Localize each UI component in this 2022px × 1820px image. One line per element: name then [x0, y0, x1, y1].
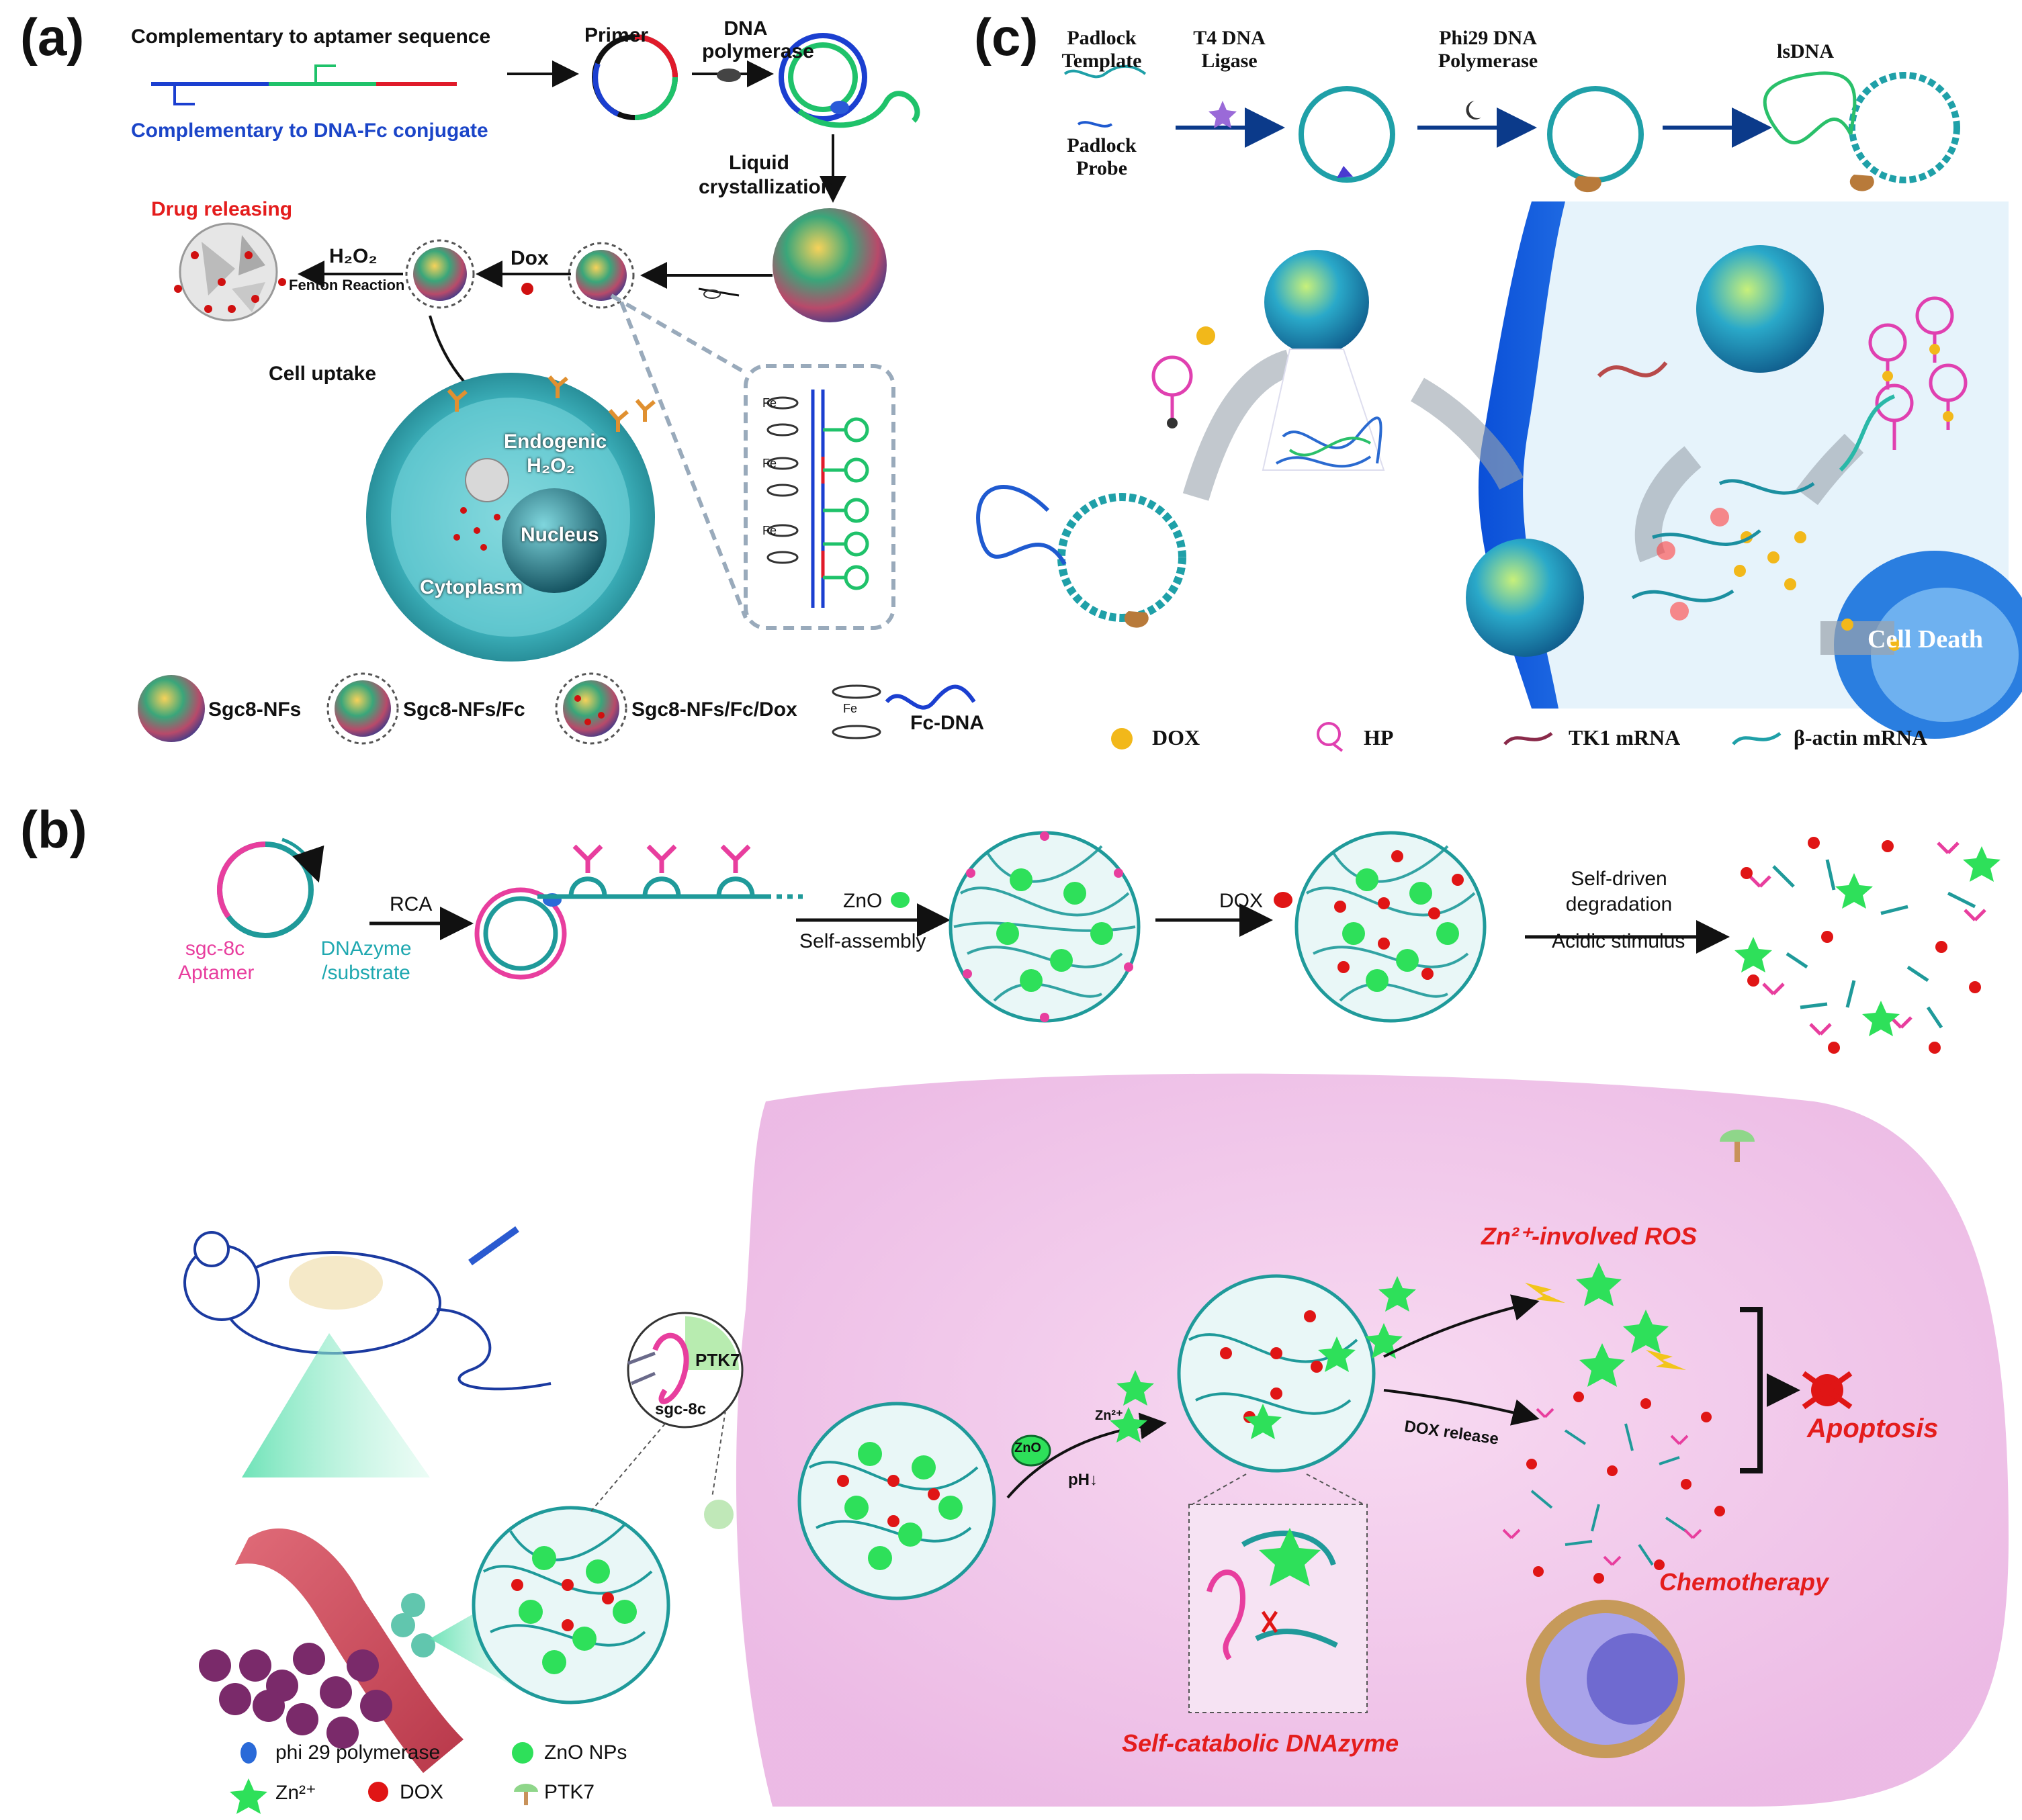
fe-label-1: Fe: [762, 396, 777, 410]
h2o2-label: H₂O₂: [329, 245, 378, 267]
self-driven-label: Self-driven degradation: [1565, 868, 1673, 915]
panel-b-bottom-graphics: [183, 1073, 2009, 1814]
t4-ligase-label: T4 DNA Ligase: [1193, 27, 1266, 72]
legend-beta-actin-mrna: β-actin mRNA: [1794, 725, 1928, 749]
acidic-label: Acidic stimulus: [1552, 930, 1685, 952]
legend-sgc8-nfs-fc-dox: Sgc8-NFs/Fc/Dox: [631, 698, 797, 721]
apoptosis-label: Apoptosis: [1807, 1414, 1939, 1443]
panel-a-graphics: [138, 33, 976, 745]
legend-dox-c: DOX: [1152, 725, 1200, 749]
zno-label: ZnO: [843, 890, 883, 912]
legend-fc-dna: Fc-DNA: [910, 712, 984, 734]
phi29-label: Phi29 DNA Polymerase: [1438, 27, 1538, 72]
panel-b-label: (b): [20, 800, 87, 859]
legend-zn: Zn²⁺: [275, 1782, 316, 1804]
dox-label-a: Dox: [511, 247, 549, 269]
panel-c-graphics: [976, 64, 2022, 752]
lsdna-label: lsDNA: [1777, 40, 1835, 62]
zno-bubble-label: ZnO: [1014, 1441, 1041, 1455]
legend-phi29: phi 29 polymerase: [275, 1741, 441, 1764]
self-catabolic-label: Self-catabolic DNAzyme: [1122, 1729, 1399, 1757]
legend-sgc8-nfs-fc: Sgc8-NFs/Fc: [403, 698, 525, 721]
fe-label-legend: Fe: [843, 702, 858, 715]
panel-a-label: (a): [20, 7, 85, 66]
legend-zno-nps: ZnO NPs: [544, 1741, 627, 1764]
complementary-aptamer-label: Complementary to aptamer sequence: [131, 26, 491, 48]
legend-ptk7: PTK7: [544, 1781, 595, 1803]
nucleus-label: Nucleus: [521, 524, 599, 546]
fenton-label: Fenton Reaction: [289, 277, 405, 293]
drug-releasing-label: Drug releasing: [151, 198, 293, 220]
liquid-crystallization-label: Liquid crystallization: [699, 152, 834, 198]
legend-dox-b: DOX: [400, 1781, 444, 1803]
rca-label: RCA: [390, 893, 433, 915]
cell-death-label: Cell Death: [1867, 625, 1984, 653]
padlock-template-label: Padlock Template: [1061, 27, 1142, 72]
dox-label-b: DOX: [1219, 890, 1264, 912]
dna-polymerase-label: DNA polymerase: [702, 17, 814, 62]
chemotherapy-label: Chemotherapy: [1659, 1568, 1829, 1596]
cell-uptake-label: Cell uptake: [269, 363, 377, 385]
ph-label: pH↓: [1068, 1471, 1098, 1489]
fe-label-3: Fe: [762, 524, 777, 537]
sgc8c-aptamer-label: sgc-8c Aptamer: [178, 938, 255, 984]
sgc8c-label: sgc-8c: [655, 1400, 707, 1418]
endogenic-label: Endogenic H₂O₂: [504, 430, 607, 477]
primer-label: Primer: [584, 24, 649, 46]
panel-b-top-graphics: [217, 831, 2001, 1054]
ptk7-label: PTK7: [695, 1350, 740, 1370]
legend-hp: HP: [1364, 725, 1394, 749]
self-assembly-label: Self-assembly: [799, 930, 926, 952]
cytoplasm-label: Cytoplasm: [420, 576, 523, 598]
dnazyme-substrate-label: DNAzyme /substrate: [320, 938, 412, 984]
zn-label: Zn²⁺: [1095, 1408, 1123, 1423]
fe-label-2: Fe: [762, 457, 777, 470]
panel-c-label: (c): [974, 7, 1039, 66]
zn-ros-label: Zn²⁺-involved ROS: [1481, 1222, 1698, 1250]
complementary-fc-label: Complementary to DNA-Fc conjugate: [131, 120, 488, 142]
padlock-probe-label: Padlock Probe: [1067, 134, 1137, 179]
legend-sgc8-nfs: Sgc8-NFs: [208, 698, 302, 721]
legend-tk1-mrna: TK1 mRNA: [1569, 725, 1681, 749]
